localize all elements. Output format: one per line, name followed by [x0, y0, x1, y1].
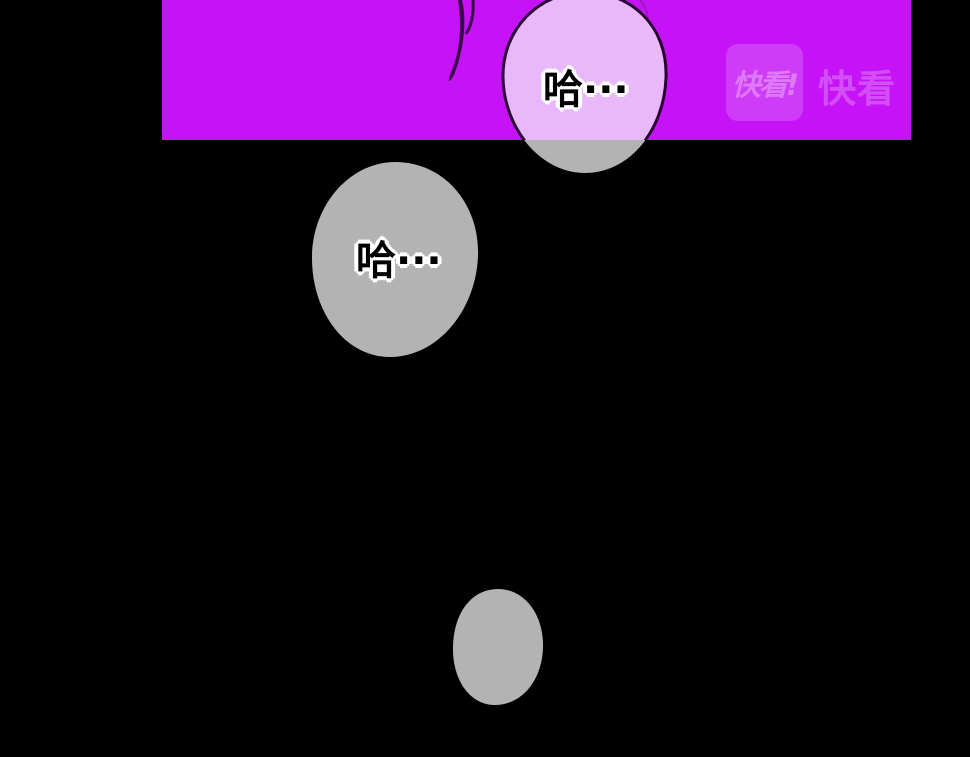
watermark-logo-text: 快看!	[731, 67, 799, 102]
speech-bubble-bottom	[452, 589, 544, 705]
watermark-text: 快看	[818, 67, 897, 111]
speech-bubble-top	[501, 0, 668, 173]
dialogue-text-1: 哈···	[543, 67, 629, 113]
hair-strand	[448, 0, 465, 82]
speech-bubble-middle	[312, 162, 479, 357]
hair-strand	[464, 0, 475, 35]
watermark-logo: 快看!	[726, 44, 803, 121]
dialogue-text-2: 哈···	[356, 238, 442, 284]
